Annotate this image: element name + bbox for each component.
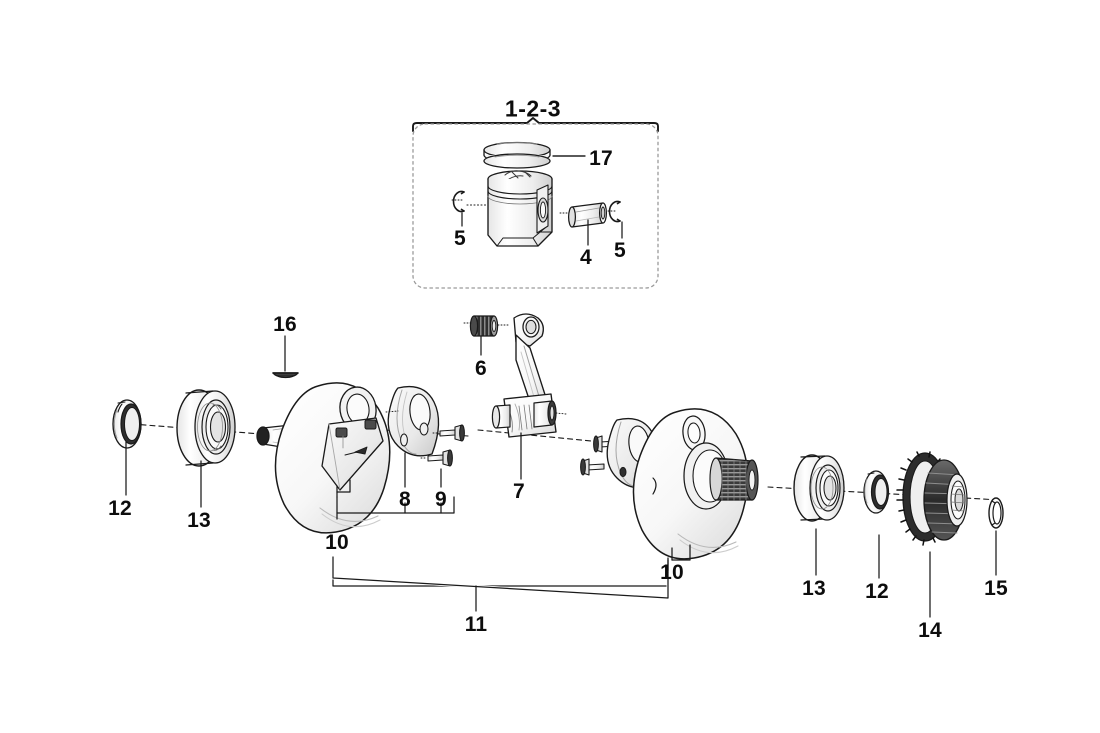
bracket-left-group-10 bbox=[336, 491, 455, 520]
connecting-rod-part bbox=[491, 313, 567, 438]
piston-body-part bbox=[466, 170, 553, 247]
circlip-part bbox=[988, 497, 1004, 529]
callout-label-5-left: 5 bbox=[454, 227, 466, 250]
bracket-bottom-group-11-span bbox=[331, 555, 670, 612]
piston-pin-part bbox=[559, 202, 608, 228]
callout-label-16: 16 bbox=[273, 313, 297, 336]
group-callout-label-1-2-3: 1-2-3 bbox=[504, 95, 562, 122]
callout-label-6: 6 bbox=[475, 357, 487, 380]
leader-10-left-web bbox=[336, 479, 351, 493]
circlip-left-part bbox=[451, 190, 465, 213]
group-dashed-box bbox=[412, 123, 659, 289]
oil-seal-right-part bbox=[863, 470, 890, 514]
callout-label-17: 17 bbox=[589, 147, 613, 170]
main-bearing-right-part bbox=[793, 454, 845, 522]
piston-rings-part bbox=[483, 141, 586, 169]
callout-label-10-left: 10 bbox=[325, 531, 349, 554]
callout-label-12-left: 12 bbox=[108, 497, 132, 520]
balance-weight-bolt-right-part-2 bbox=[580, 458, 605, 476]
crank-web-right-part bbox=[632, 408, 759, 560]
callout-label-12-right: 12 bbox=[865, 580, 889, 603]
leader-10-right-web bbox=[671, 544, 691, 561]
balance-weight-left-part bbox=[385, 385, 440, 457]
callout-label-15: 15 bbox=[984, 577, 1008, 600]
callout-label-13-right: 13 bbox=[802, 577, 826, 600]
connecting-rod-needle-bearing-part bbox=[463, 315, 509, 337]
group-bracket-1-2-3 bbox=[412, 117, 659, 132]
callout-label-13-left: 13 bbox=[187, 509, 211, 532]
callout-label-9: 9 bbox=[435, 488, 447, 511]
centerline-mid bbox=[477, 429, 613, 444]
callout-label-5-right: 5 bbox=[614, 239, 626, 262]
crank-web-left-part bbox=[256, 382, 391, 534]
leader-lines bbox=[125, 155, 997, 618]
callout-label-8: 8 bbox=[399, 488, 411, 511]
balance-weight-bolt-left-part bbox=[432, 424, 465, 442]
callout-label-14: 14 bbox=[918, 619, 942, 642]
main-bearing-left-part bbox=[176, 389, 236, 467]
callout-label-4: 4 bbox=[580, 246, 592, 269]
woodruff-key-part bbox=[272, 372, 299, 380]
callout-label-7: 7 bbox=[513, 480, 525, 503]
callout-label-11: 11 bbox=[464, 613, 488, 636]
callout-label-10-right: 10 bbox=[660, 561, 684, 584]
oil-seal-left-part bbox=[112, 399, 142, 449]
primary-drive-gear-part bbox=[896, 451, 968, 546]
circlip-right-part bbox=[607, 200, 621, 223]
balance-weight-bolt-left-part-2 bbox=[420, 449, 453, 467]
